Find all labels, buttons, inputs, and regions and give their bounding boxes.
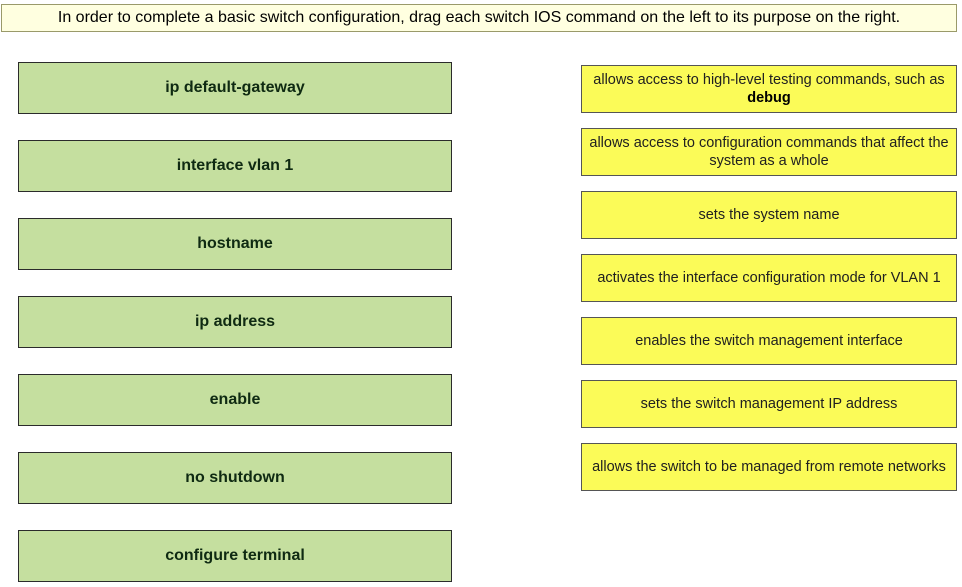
command-no-shutdown[interactable]: no shutdown <box>18 452 452 504</box>
command-label: no shutdown <box>185 469 285 486</box>
command-label: ip default-gateway <box>165 79 305 96</box>
purpose-text: allows the switch to be managed from rem… <box>592 459 946 475</box>
purpose-target-remote-management[interactable]: allows the switch to be managed from rem… <box>581 443 957 491</box>
command-label: configure terminal <box>165 547 305 564</box>
purpose-text: allows access to configuration commands … <box>589 135 949 169</box>
command-ip-default-gateway[interactable]: ip default-gateway <box>18 62 452 114</box>
command-ip-address[interactable]: ip address <box>18 296 452 348</box>
purpose-bold-term: debug <box>747 90 791 106</box>
purpose-target-vlan-interface-mode[interactable]: activates the interface configuration mo… <box>581 254 957 302</box>
command-hostname[interactable]: hostname <box>18 218 452 270</box>
purpose-text: activates the interface configuration mo… <box>597 270 941 286</box>
command-label: interface vlan 1 <box>176 157 294 174</box>
command-interface-vlan-1[interactable]: interface vlan 1 <box>18 140 452 192</box>
command-label: hostname <box>197 235 273 252</box>
purpose-text: enables the switch management interface <box>635 333 903 349</box>
purpose-text: sets the switch management IP address <box>640 396 898 412</box>
purpose-text: allows access to high-level testing comm… <box>588 71 950 107</box>
command-configure-terminal[interactable]: configure terminal <box>18 530 452 582</box>
purpose-text-part: allows access to high-level testing comm… <box>593 72 945 88</box>
command-label: enable <box>209 391 261 408</box>
purpose-target-global-config[interactable]: allows access to configuration commands … <box>581 128 957 176</box>
purpose-target-management-ip[interactable]: sets the switch management IP address <box>581 380 957 428</box>
purpose-list: allows access to high-level testing comm… <box>581 65 957 491</box>
instruction-banner: In order to complete a basic switch conf… <box>1 4 957 32</box>
purpose-target-testing-commands[interactable]: allows access to high-level testing comm… <box>581 65 957 113</box>
command-enable[interactable]: enable <box>18 374 452 426</box>
command-label: ip address <box>194 313 276 330</box>
instruction-text: In order to complete a basic switch conf… <box>57 9 901 26</box>
purpose-text: sets the system name <box>698 207 840 223</box>
purpose-target-system-name[interactable]: sets the system name <box>581 191 957 239</box>
command-list: ip default-gateway interface vlan 1 host… <box>18 62 452 582</box>
purpose-target-enable-management-interface[interactable]: enables the switch management interface <box>581 317 957 365</box>
